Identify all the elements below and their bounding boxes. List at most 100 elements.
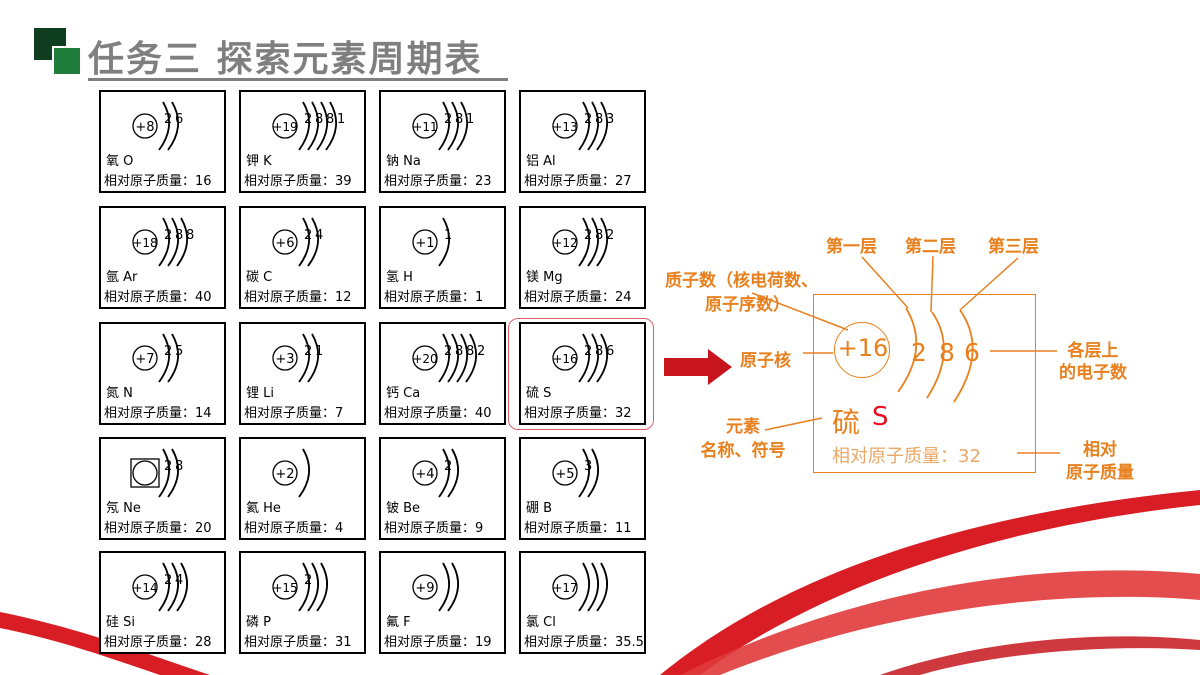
- relative-atomic-mass: 相对原子质量：28: [104, 635, 212, 650]
- electron-shell-arc: [596, 333, 608, 383]
- electron-shell-arc: [158, 448, 170, 498]
- electron-count: 2: [477, 344, 485, 359]
- element-name: 碳 C: [246, 270, 273, 285]
- element-name: 氮 N: [106, 386, 133, 401]
- electron-shell-arc: [298, 333, 310, 383]
- label-mass-line1: 相对: [1083, 440, 1117, 460]
- electron-shell-arc: [176, 562, 188, 612]
- label-layer-3: 第三层: [988, 237, 1039, 257]
- element-name: 氖 Ne: [106, 501, 141, 516]
- relative-atomic-mass: 相对原子质量：27: [524, 174, 632, 189]
- electron-count: 8: [455, 112, 463, 127]
- nucleus-circle: [412, 460, 438, 486]
- electron-count: 8: [315, 112, 323, 127]
- nucleus-charge: +12: [552, 236, 577, 250]
- nucleus-circle: [552, 345, 578, 371]
- electron-shell-arc: [325, 101, 337, 151]
- element-name: 硼 B: [526, 501, 553, 516]
- relative-atomic-mass: 相对原子质量：40: [384, 406, 492, 421]
- relative-atomic-mass: 相对原子质量：1: [384, 290, 484, 305]
- electron-shell-arc: [298, 562, 310, 612]
- electron-shell-arc: [465, 333, 477, 383]
- electron-shell-arc: [447, 101, 459, 151]
- nucleus-circle: [412, 574, 438, 600]
- electron-shell-arc: [167, 333, 179, 383]
- electron-count: 3: [584, 459, 592, 474]
- nucleus-charge: +11: [412, 120, 437, 134]
- nucleus-circle: [412, 113, 438, 139]
- relative-atomic-mass: 相对原子质量：16: [104, 174, 212, 189]
- electron-shell-arc: [596, 101, 608, 151]
- title-underline: [88, 78, 508, 81]
- element-name: 磷 P: [246, 615, 271, 630]
- sulfur-highlight-frame: [508, 318, 654, 430]
- nucleus-charge: +5: [555, 467, 574, 482]
- electron-shell-arc: [596, 562, 608, 612]
- electron-shell-arc: [316, 101, 328, 151]
- electron-count: 8: [186, 228, 194, 243]
- nucleus-circle: [552, 460, 578, 486]
- relative-atomic-mass: 相对原子质量：20: [104, 521, 212, 536]
- relative-atomic-mass: 相对原子质量：24: [524, 290, 632, 305]
- relative-atomic-mass: 相对原子质量：14: [104, 406, 212, 421]
- electron-shell-arc: [587, 562, 599, 612]
- relative-atomic-mass: 相对原子质量：9: [384, 521, 484, 536]
- nucleus-circle: [272, 113, 298, 139]
- nucleus-charge: +3: [275, 352, 294, 367]
- electron-count: 8: [595, 112, 603, 127]
- nucleus-circle: [272, 460, 298, 486]
- nucleus-circle: [132, 574, 158, 600]
- right-arrow-icon: [664, 349, 732, 385]
- electron-count: 6: [175, 112, 183, 127]
- electron-count: 8: [175, 228, 183, 243]
- electron-count: 2: [164, 344, 172, 359]
- electron-count: 2: [304, 573, 312, 588]
- element-name: 硫 S: [526, 386, 552, 401]
- diagram-mass-text: 相对原子质量：32: [832, 446, 981, 467]
- electron-count-shell-3: 6: [964, 338, 980, 367]
- electron-count: 8: [595, 228, 603, 243]
- electron-shell-arc: [158, 217, 170, 267]
- element-name: 氦 He: [246, 501, 281, 516]
- electron-count: 2: [584, 112, 592, 127]
- electron-shell-arc: [158, 101, 170, 151]
- electron-shell-arc: [176, 217, 188, 267]
- electron-shell-arc: [298, 217, 310, 267]
- element-name: 钾 K: [246, 154, 272, 169]
- nucleus-circle: [552, 113, 578, 139]
- nucleus-charge: +8: [135, 120, 154, 135]
- element-name: 钙 Ca: [386, 386, 421, 401]
- element-name: 铍 Be: [386, 501, 421, 516]
- electron-count: 2: [304, 112, 312, 127]
- electron-count: 2: [584, 228, 592, 243]
- relative-atomic-mass: 相对原子质量：31: [244, 635, 352, 650]
- diagram-element-name: 硫: [832, 406, 861, 439]
- nucleus-circle: [834, 322, 890, 378]
- electron-shell-arc: [438, 217, 450, 267]
- label-layer-2: 第二层: [905, 237, 956, 257]
- element-name: 氢 H: [386, 270, 413, 285]
- nucleus-circle: [552, 229, 578, 255]
- atom-structure-diagram: +5 3: [552, 448, 599, 498]
- electron-shell-arc: [578, 448, 590, 498]
- nucleus-charge: +19: [272, 120, 297, 134]
- electron-count: 8: [175, 459, 183, 474]
- electron-count: 2: [164, 459, 172, 474]
- electron-count-shell-2: 8: [939, 338, 955, 367]
